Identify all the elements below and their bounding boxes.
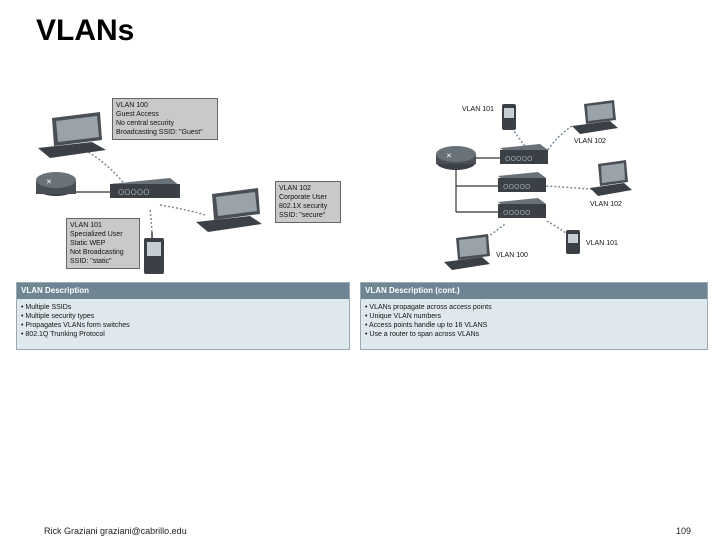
list-item: VLANs propagate across access points bbox=[365, 303, 703, 312]
vlan100-note: VLAN 100 Guest Access No central securit… bbox=[112, 98, 218, 140]
note-line: 802.1X security bbox=[279, 203, 328, 210]
vlan-description-panel: VLAN Description Multiple SSIDs Multiple… bbox=[16, 282, 350, 350]
svg-text:OOOOO: OOOOO bbox=[505, 155, 533, 163]
note-line: VLAN 100 bbox=[116, 102, 148, 109]
note-line: SSID: "static" bbox=[70, 258, 112, 265]
svg-text:OOOOO: OOOOO bbox=[118, 188, 149, 197]
vlan-label: VLAN 102 bbox=[574, 138, 606, 145]
pda-icon bbox=[566, 230, 580, 254]
list-item: Multiple security types bbox=[21, 312, 345, 321]
note-line: VLAN 101 bbox=[70, 222, 102, 229]
laptop-icon bbox=[572, 100, 618, 134]
vlan-label: VLAN 102 bbox=[590, 201, 622, 208]
list-item: 802.1Q Trunking Protocol bbox=[21, 330, 345, 339]
laptop-icon bbox=[196, 188, 262, 232]
right-wired-links bbox=[455, 157, 500, 213]
list-item: Propagates VLANs form switches bbox=[21, 321, 345, 330]
slide-title: VLANs bbox=[36, 14, 135, 47]
list-item: Unique VLAN numbers bbox=[365, 312, 703, 321]
note-line: VLAN 102 bbox=[279, 185, 311, 192]
note-line: No central security bbox=[116, 120, 174, 127]
page-number: 109 bbox=[676, 526, 692, 536]
note-line: Not Broadcasting bbox=[70, 249, 124, 256]
svg-text:OOOOO: OOOOO bbox=[503, 183, 531, 191]
router-icon: ✕ bbox=[436, 146, 476, 170]
panel-title: VLAN Description bbox=[17, 283, 349, 299]
access-point-icon: OOOOO bbox=[110, 178, 180, 198]
vlan-label: VLAN 101 bbox=[462, 106, 494, 113]
list-item: Multiple SSIDs bbox=[21, 303, 345, 312]
panel-list: VLANs propagate across access points Uni… bbox=[361, 299, 707, 339]
laptop-icon bbox=[444, 234, 490, 270]
note-line: Corporate User bbox=[279, 194, 327, 201]
access-point-icon: OOOOO bbox=[500, 144, 548, 164]
note-line: Broadcasting SSID: "Guest" bbox=[116, 129, 203, 136]
list-item: Use a router to span across VLANs bbox=[365, 330, 703, 339]
vlan-label: VLAN 100 bbox=[496, 252, 528, 259]
vlan-description-cont-panel: VLAN Description (cont.) VLANs propagate… bbox=[360, 282, 708, 350]
access-point-icon: OOOOO bbox=[498, 198, 546, 218]
svg-text:✕: ✕ bbox=[46, 178, 52, 186]
panel-title: VLAN Description (cont.) bbox=[361, 283, 707, 299]
vlan101-note: VLAN 101 Specialized User Static WEP Not… bbox=[66, 218, 140, 269]
note-line: SSID: "secure" bbox=[279, 212, 326, 219]
laptop-icon bbox=[590, 160, 632, 196]
vlan102-note: VLAN 102 Corporate User 802.1X security … bbox=[275, 181, 341, 223]
list-item: Access points handle up to 16 VLANS bbox=[365, 321, 703, 330]
pda-icon bbox=[502, 104, 516, 130]
laptop-icon bbox=[38, 112, 106, 158]
note-line: Guest Access bbox=[116, 111, 159, 118]
note-line: Static WEP bbox=[70, 240, 106, 247]
note-line: Specialized User bbox=[70, 231, 123, 238]
vlan-label: VLAN 101 bbox=[586, 240, 618, 247]
svg-text:✕: ✕ bbox=[446, 152, 452, 160]
panel-list: Multiple SSIDs Multiple security types P… bbox=[17, 299, 349, 339]
access-point-icon: OOOOO bbox=[498, 172, 546, 192]
footer-author: Rick Graziani graziani@cabrillo.edu bbox=[44, 526, 187, 536]
router-icon: ✕ bbox=[36, 172, 76, 196]
pda-icon bbox=[144, 232, 164, 274]
left-links bbox=[72, 149, 206, 241]
svg-text:OOOOO: OOOOO bbox=[503, 209, 531, 217]
